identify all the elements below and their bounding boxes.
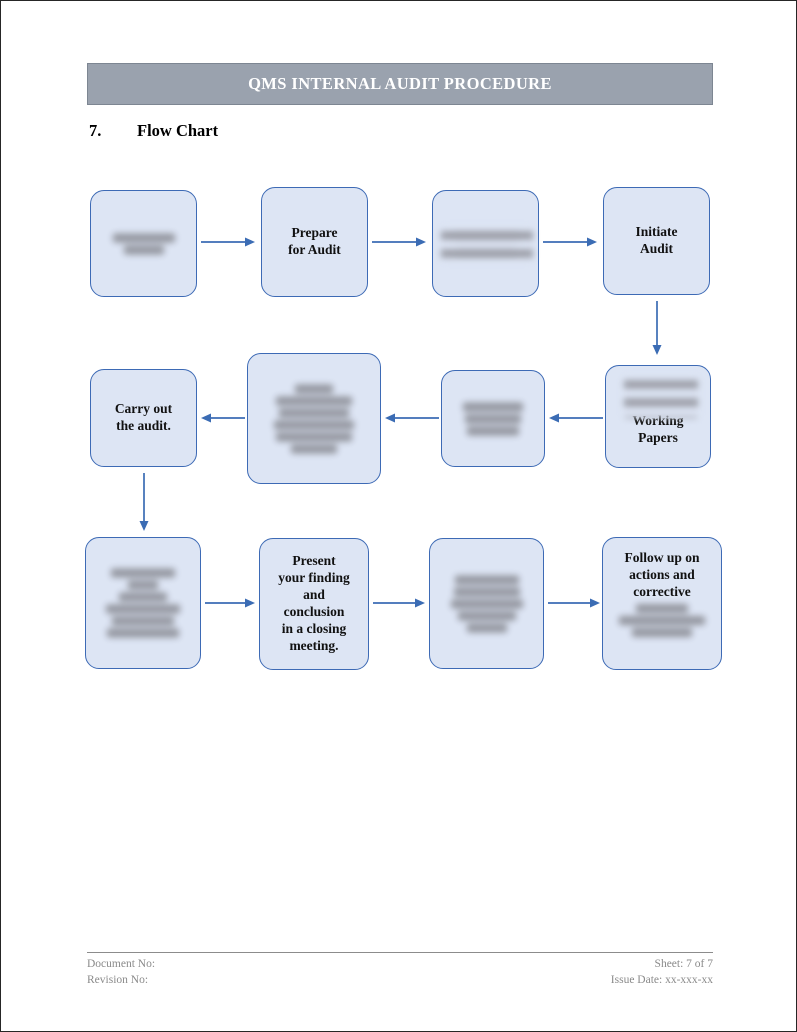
- redacted-text-block: [106, 568, 180, 638]
- redacted-text-block: [274, 384, 354, 453]
- flow-node-7[interactable]: [247, 353, 381, 484]
- flow-arrow-n4-n5: [652, 301, 662, 355]
- section-title: Flow Chart: [137, 121, 219, 140]
- footer-revision-no: Revision No:: [87, 974, 149, 987]
- footer-right: Sheet: 7 of 7 Issue Date: xx-xxx-xx: [611, 956, 713, 989]
- section-number: 7.: [89, 121, 102, 140]
- flow-node-12[interactable]: Follow up on actions and corrective: [602, 537, 722, 670]
- flow-node-4[interactable]: Initiate Audit: [603, 187, 710, 295]
- flow-arrow-n6-n7: [385, 413, 439, 423]
- footer-document-no: Document No:: [87, 958, 156, 970]
- document-footer: Document No: Revision No: Sheet: 7 of 7 …: [87, 956, 713, 989]
- footer-sheet-number: Sheet: 7 of 7: [654, 958, 713, 970]
- redaction-smudge: [441, 227, 533, 261]
- flow-node-4-label: Initiate Audit: [635, 224, 678, 256]
- flow-arrow-n11-n12: [548, 598, 600, 608]
- flow-arrow-n3-n4: [543, 237, 597, 247]
- flow-node-5[interactable]: Working Papers: [605, 365, 711, 468]
- flow-node-10[interactable]: Present your finding and conclusion in a…: [259, 538, 369, 670]
- flow-arrow-n10-n11: [373, 598, 425, 608]
- redacted-text-block: [112, 233, 175, 254]
- flow-arrow-n5-n6: [549, 413, 603, 423]
- flow-node-10-label: Present your finding and conclusion in a…: [278, 553, 350, 653]
- flow-node-8[interactable]: Carry out the audit.: [90, 369, 197, 467]
- redacted-text-block: [463, 402, 523, 435]
- section-heading: 7. Flow Chart: [89, 121, 218, 141]
- flow-node-2-label: Prepare for Audit: [288, 225, 341, 257]
- redacted-text-block: [450, 575, 523, 632]
- flow-node-2[interactable]: Prepare for Audit: [261, 187, 368, 297]
- footer-divider: [87, 952, 713, 953]
- flow-node-12-label: Follow up on actions and corrective: [624, 550, 700, 599]
- flow-node-1[interactable]: [90, 190, 197, 297]
- flow-arrow-n7-n8: [201, 413, 245, 423]
- flow-node-9[interactable]: [85, 537, 201, 669]
- redacted-text-block: [452, 233, 519, 254]
- flow-arrow-n1-n2: [201, 237, 255, 247]
- flow-arrow-n2-n3: [372, 237, 426, 247]
- flow-node-3[interactable]: [432, 190, 539, 297]
- footer-issue-date: Issue Date: xx-xxx-xx: [610, 974, 713, 987]
- document-header-bar: QMS INTERNAL AUDIT PROCEDURE: [87, 63, 713, 105]
- flow-node-8-label: Carry out the audit.: [114, 401, 173, 433]
- flow-arrow-n9-n10: [205, 598, 255, 608]
- footer-left: Document No: Revision No:: [87, 956, 155, 989]
- document-header-title: QMS INTERNAL AUDIT PROCEDURE: [248, 74, 552, 93]
- flow-arrow-n8-n9: [139, 473, 149, 531]
- flow-node-6[interactable]: [441, 370, 545, 467]
- flow-node-11[interactable]: [429, 538, 544, 669]
- flow-node-5-label: Working Papers: [632, 412, 684, 445]
